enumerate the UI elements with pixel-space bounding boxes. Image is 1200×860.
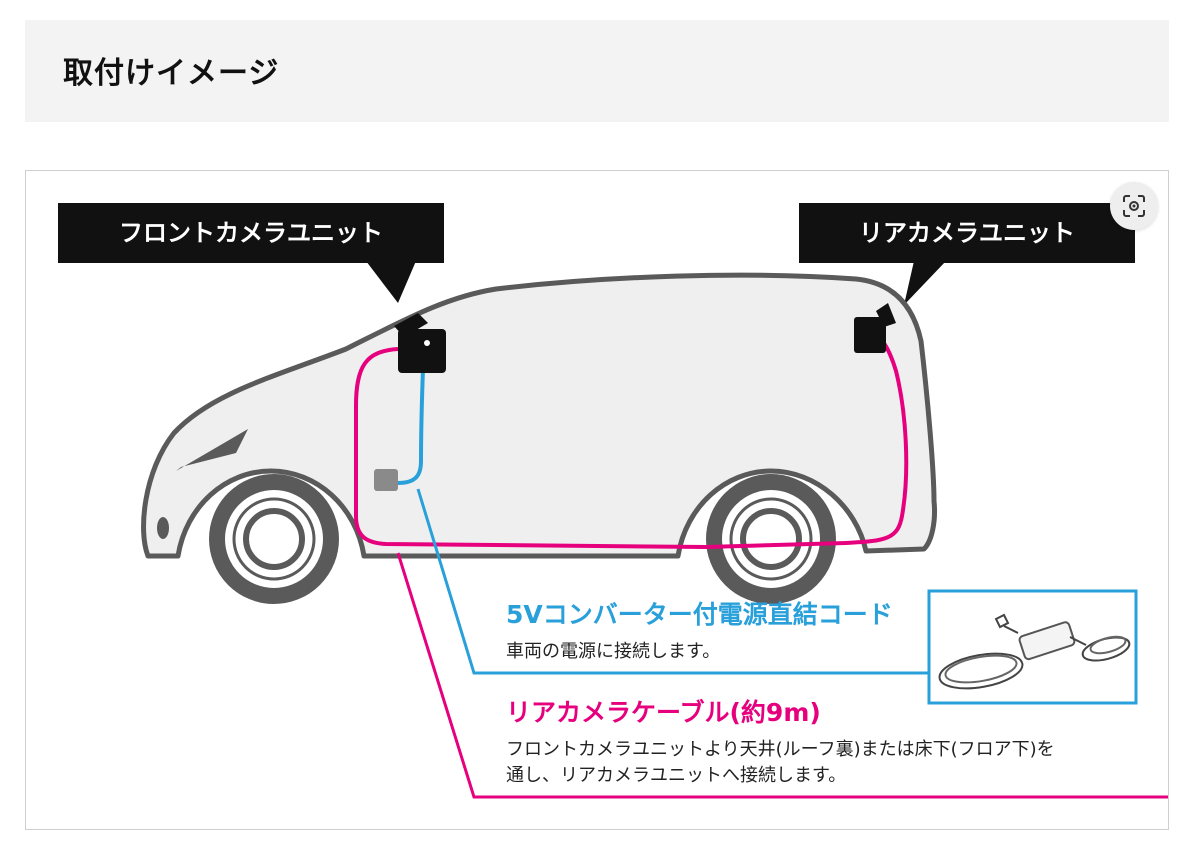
power-cord-route <box>397 342 426 485</box>
front-camera-label-box <box>58 203 444 263</box>
rear-camera-label: リアカメラユニット <box>859 219 1075 247</box>
rear-cable-description-line2: 通し、リアカメラユニットへ接続します。 <box>506 765 846 786</box>
visual-search-button[interactable] <box>1110 182 1158 230</box>
front-wheel <box>209 474 339 604</box>
rear-camera-cable-route <box>354 329 909 550</box>
power-cord-description: 車両の電源に接続します。 <box>506 641 720 662</box>
diagram-svg: フロントカメラユニット リアカメラユニット <box>58 203 1168 799</box>
front-camera-callout: フロントカメラユニット <box>58 203 444 303</box>
page-title: 取付けイメージ <box>63 56 280 91</box>
rear-camera-label-box <box>799 203 1135 263</box>
power-cord-title: 5Vコンバーター付電源直結コード <box>506 600 893 629</box>
car-body <box>141 272 937 559</box>
rear-cable-caption: リアカメラケーブル(約9m) フロントカメラユニットより天井(ルーフ裏)または床… <box>506 698 1055 786</box>
power-cord-product-image <box>927 589 1138 705</box>
front-camera-label: フロントカメラユニット <box>119 219 383 247</box>
rear-cable-description-line1: フロントカメラユニットより天井(ルーフ裏)または床下(フロア下)を <box>506 739 1055 760</box>
installation-diagram: フロントカメラユニット リアカメラユニット <box>25 170 1169 830</box>
headlight <box>176 429 248 471</box>
rear-cable-title: リアカメラケーブル(約9m) <box>506 698 821 727</box>
rear-camera-callout: リアカメラユニット <box>799 203 1135 305</box>
front-camera-unit <box>394 313 446 373</box>
rear-cable-leader <box>396 552 1168 799</box>
power-connector <box>374 469 398 491</box>
rear-camera-unit <box>854 303 896 353</box>
rear-callout-pointer <box>904 261 946 305</box>
power-cord-caption: 5Vコンバーター付電源直結コード 車両の電源に接続します。 <box>506 600 893 662</box>
rear-wheel <box>706 474 836 604</box>
power-cord-leader <box>416 488 929 675</box>
minivan-illustration <box>141 272 937 604</box>
section-header: 取付けイメージ <box>25 20 1169 122</box>
fog-light <box>157 517 169 539</box>
front-callout-pointer <box>366 261 416 303</box>
zoom-lens-icon <box>1123 195 1145 217</box>
